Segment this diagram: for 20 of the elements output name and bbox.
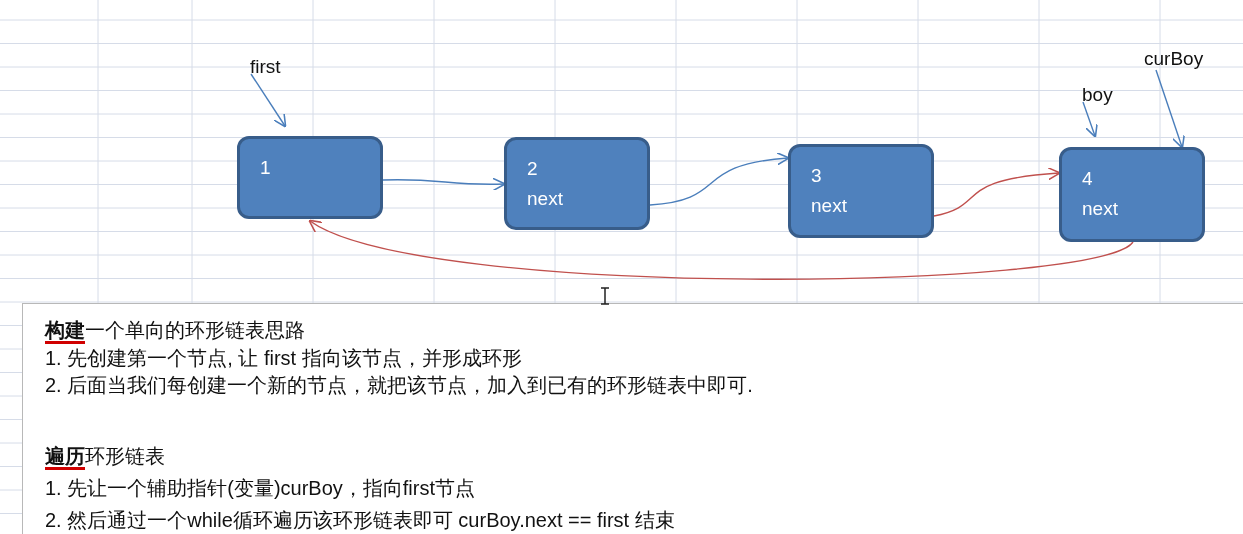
list-node-box: 3 next — [788, 144, 934, 238]
link-arrow — [308, 219, 1134, 280]
note-text: 构建一个单向的环形链表思路 — [45, 318, 305, 343]
list-node-box: 1 — [237, 136, 383, 219]
note-text: 2. 后面当我们每创建一个新的节点，就把该节点，加入到已有的环形链表中即可. — [45, 373, 753, 398]
list-node-box: 2 next — [504, 137, 650, 230]
note-text: 1. 先创建第一个节点, 让 first 指向该节点，并形成环形 — [45, 346, 522, 371]
link-arrow — [382, 177, 506, 192]
link-arrow — [649, 152, 790, 206]
pointer-label: curBoy — [1144, 48, 1204, 70]
note-text: 1. 先让一个辅助指针(变量)curBoy，指向first节点 — [45, 476, 476, 501]
note-text: 遍历环形链表 — [45, 444, 165, 469]
pointer-arrow — [1082, 101, 1098, 138]
pointer-label: first — [250, 56, 281, 78]
pointer-label: boy — [1082, 84, 1113, 106]
pointer-arrow — [250, 73, 287, 128]
link-arrow — [933, 167, 1061, 217]
list-node-box: 4 next — [1059, 147, 1205, 242]
pointer-arrow — [1155, 69, 1185, 149]
note-text: 2. 然后通过一个while循环遍历该环形链表即可 curBoy.next == first 结束 — [45, 508, 675, 533]
